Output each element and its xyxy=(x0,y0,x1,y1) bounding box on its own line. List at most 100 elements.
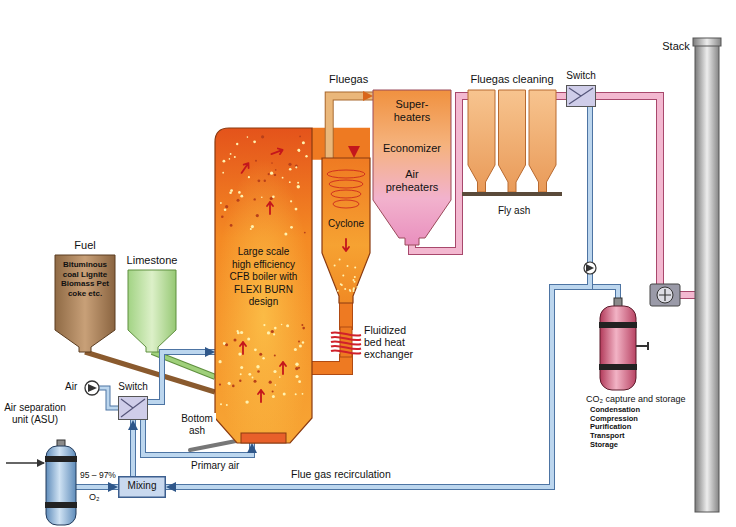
shape-part xyxy=(259,353,262,356)
shape-part xyxy=(340,283,342,285)
cyclone: Cyclone xyxy=(322,158,370,303)
shape-part xyxy=(304,232,306,234)
switch-valve: Switch xyxy=(118,396,148,420)
shape-part xyxy=(219,360,222,363)
shape-part xyxy=(215,128,312,443)
shape-part xyxy=(599,364,637,370)
shape-part xyxy=(290,200,292,202)
shape-part xyxy=(295,393,297,395)
shape-part xyxy=(270,147,283,157)
shape-part xyxy=(295,363,298,366)
shape-part xyxy=(299,344,302,347)
shape-part xyxy=(131,420,135,476)
shape-part xyxy=(271,330,274,333)
shape-part xyxy=(299,136,301,138)
shape-part xyxy=(596,96,695,295)
shape-part xyxy=(600,306,636,390)
shape-part xyxy=(302,341,304,343)
shape-part xyxy=(295,208,298,211)
shape-part xyxy=(302,327,305,330)
shape-part xyxy=(240,331,243,334)
edge-label: Flue gas recirculation xyxy=(290,468,392,480)
shape-part xyxy=(270,172,273,175)
shape-part xyxy=(289,181,291,183)
shape-part xyxy=(130,420,136,476)
shape-part xyxy=(261,196,263,198)
shape-part xyxy=(274,355,276,357)
shape-part xyxy=(269,381,272,384)
shape-part xyxy=(234,156,236,158)
shape-part xyxy=(248,373,251,376)
valve-mark xyxy=(586,264,594,272)
shape-part xyxy=(337,290,339,292)
shape-part xyxy=(302,141,305,144)
shape-part xyxy=(298,341,300,343)
shape-part xyxy=(282,177,284,179)
shape-part xyxy=(119,477,166,498)
shape-part xyxy=(273,333,275,335)
shape-part xyxy=(215,128,312,443)
air-duct-outline xyxy=(99,388,118,408)
shape-part xyxy=(272,195,275,198)
unit-title: Air separation unit (ASU) xyxy=(4,402,66,425)
section-label: Super- heaters xyxy=(377,98,447,124)
shape-part xyxy=(76,484,118,490)
shape-part xyxy=(76,485,118,489)
shape-part xyxy=(297,149,300,152)
shape-part xyxy=(263,324,265,326)
shape-part xyxy=(251,225,254,228)
shape-part xyxy=(329,96,373,158)
shape-part xyxy=(254,348,257,351)
shape-part xyxy=(298,380,301,383)
shape-part xyxy=(237,330,239,332)
shape-part xyxy=(298,367,300,369)
limestone-hopper: Limestone xyxy=(128,270,176,352)
shape-part xyxy=(55,255,115,352)
shape-part xyxy=(245,400,248,403)
shape-part xyxy=(275,169,277,171)
shape-part xyxy=(349,289,351,291)
heat-recovery-box: Super- heatersEconomizerAir preheaters xyxy=(373,90,451,245)
heat-exchanger-coil-shape xyxy=(334,330,358,354)
shape-part xyxy=(636,342,648,350)
cfb-furnace: Large scale high efficiency CFB boiler w… xyxy=(215,128,312,443)
shape-part xyxy=(353,287,355,289)
co2-cylinder: CO₂ capture and storageCondensation Comp… xyxy=(600,298,636,390)
bottom-ash-pipe xyxy=(190,441,236,450)
unit-title: Fluidized bed heat exchanger xyxy=(364,324,424,360)
shape-part xyxy=(241,433,286,443)
shape-part xyxy=(230,153,232,155)
limestone-hopper-shape xyxy=(128,270,176,352)
input-label: Air xyxy=(64,381,78,393)
asu-cylinder-shape xyxy=(46,440,76,525)
shape-part xyxy=(264,180,266,182)
heat-exchanger-coil: Fluidized bed heat exchanger xyxy=(334,330,358,354)
shape-part xyxy=(258,179,261,182)
shape-part xyxy=(240,373,242,375)
shape-part xyxy=(596,96,695,295)
shape-part xyxy=(261,135,264,138)
shape-part xyxy=(248,176,250,178)
air-fan xyxy=(85,381,99,395)
shape-part xyxy=(239,161,251,174)
shape-part xyxy=(354,281,356,283)
shape-part xyxy=(272,390,274,392)
output-label: Fly ash xyxy=(497,205,531,217)
box-label: Mixing xyxy=(118,480,166,492)
fluegas-cleaning: Fluegas cleaning xyxy=(468,90,556,200)
shape-part xyxy=(268,173,270,175)
shape-part xyxy=(298,150,300,152)
shape-part xyxy=(468,90,495,192)
switch-valve-shape xyxy=(566,85,596,107)
stack-fan-housing xyxy=(650,284,680,306)
hopper-title: Fuel xyxy=(45,239,125,252)
shape-part xyxy=(327,170,365,178)
shape-part xyxy=(354,276,356,278)
furnace-label: Large scale high efficiency CFB boiler w… xyxy=(229,246,299,309)
shape-part xyxy=(256,365,259,368)
shape-part xyxy=(693,38,721,46)
edge-label: Fluegas xyxy=(328,73,369,86)
hopper-title: Limestone xyxy=(112,254,192,267)
shape-part xyxy=(295,166,297,168)
